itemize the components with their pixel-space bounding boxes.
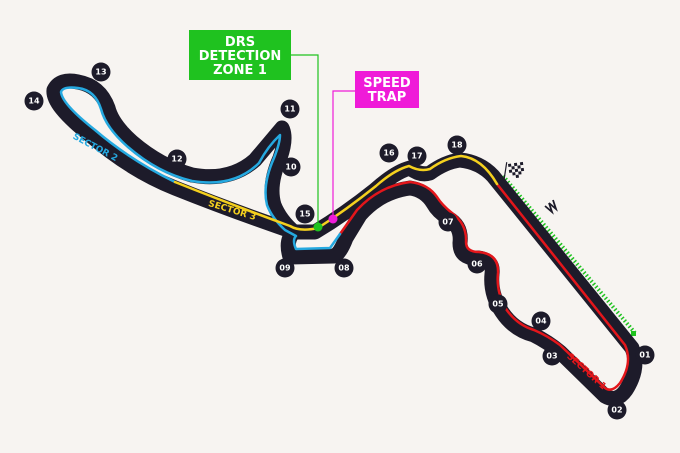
turn-marker: 01: [635, 345, 655, 365]
svg-text:16: 16: [383, 149, 395, 158]
svg-text:08: 08: [338, 264, 350, 273]
svg-text:07: 07: [442, 218, 453, 227]
turn-marker: 13: [91, 62, 111, 82]
drs-detection-point: [313, 222, 323, 232]
speed-trap-leader-line: [332, 90, 355, 218]
svg-text:15: 15: [299, 210, 311, 219]
double-chevron-icon: [544, 199, 558, 215]
turn-marker: 06: [467, 254, 487, 274]
svg-text:14: 14: [28, 97, 40, 106]
drs-callout: DRS DETECTION ZONE 1: [189, 30, 291, 80]
speed-trap-callout-line2: TRAP: [368, 90, 406, 105]
drs-zone-end-marker: [631, 331, 636, 336]
turn-marker: 17: [407, 146, 427, 166]
turn-marker: 03: [542, 346, 562, 366]
svg-text:11: 11: [284, 105, 296, 114]
svg-text:17: 17: [411, 152, 422, 161]
turn-marker: 14: [24, 91, 44, 111]
svg-text:12: 12: [171, 155, 182, 164]
sector-3-line: [173, 154, 499, 231]
sector-1-line: [338, 180, 630, 391]
turn-marker: 15: [295, 204, 315, 224]
svg-text:02: 02: [611, 406, 622, 415]
turn-marker: 05: [488, 294, 508, 314]
speed-trap-callout-line1: SPEED: [363, 76, 411, 91]
svg-text:03: 03: [546, 352, 557, 361]
svg-text:10: 10: [285, 163, 297, 172]
drs-zone-line: [501, 174, 637, 335]
svg-text:05: 05: [492, 300, 504, 309]
turn-marker: 11: [280, 99, 300, 119]
drs-callout-line2: DETECTION: [199, 49, 282, 64]
turn-marker: 10: [281, 157, 301, 177]
sector-2-line: [59, 86, 342, 251]
checkered-flag-icon: [502, 161, 525, 183]
svg-text:06: 06: [471, 260, 483, 269]
drs-callout-line3: ZONE 1: [213, 63, 267, 78]
drs-callout-line1: DRS: [225, 35, 255, 50]
track-outline-northwest: [46, 73, 302, 240]
speed-trap-callout: SPEED TRAP: [355, 71, 419, 108]
svg-text:13: 13: [95, 68, 106, 77]
turn-marker: 09: [275, 258, 295, 278]
speed-trap-point: [328, 214, 338, 224]
svg-text:09: 09: [279, 264, 291, 273]
svg-text:01: 01: [639, 351, 651, 360]
svg-text:18: 18: [451, 141, 463, 150]
track-outline: [280, 152, 643, 406]
turn-marker: 07: [438, 212, 458, 232]
turn-marker: 18: [447, 135, 467, 155]
turn-marker: 12: [167, 149, 187, 169]
turn-marker: 02: [607, 400, 627, 420]
turn-marker: 08: [334, 258, 354, 278]
turn-marker: 16: [379, 143, 399, 163]
svg-text:04: 04: [535, 317, 547, 326]
turn-marker: 04: [531, 311, 551, 331]
